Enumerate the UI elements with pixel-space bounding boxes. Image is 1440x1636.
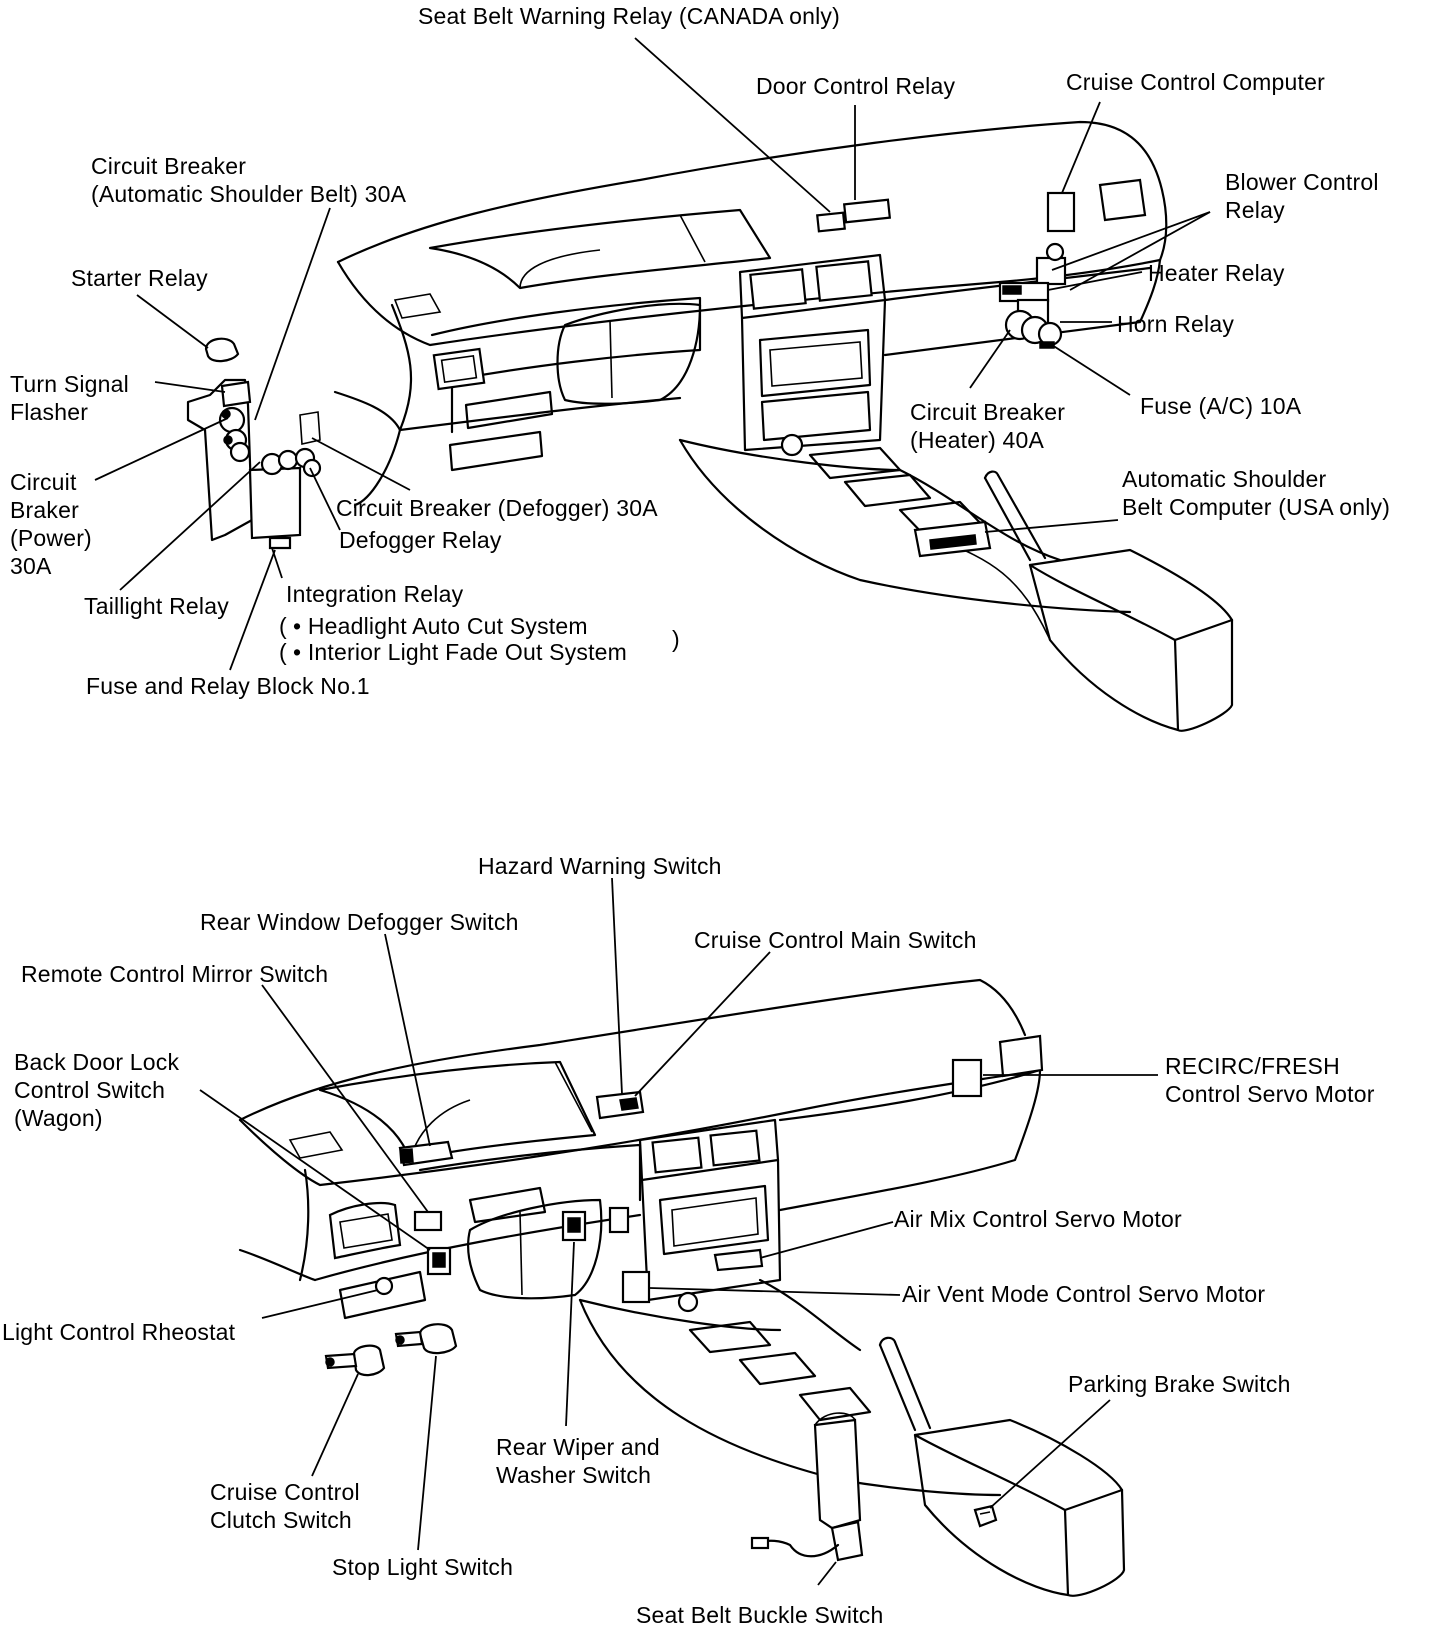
label-air-mix-servo: Air Mix Control Servo Motor — [894, 1206, 1182, 1232]
label-defogger-relay: Defogger Relay — [339, 527, 502, 553]
label-auto-shoulder-belt-computer: Automatic Shoulder Belt Computer (USA on… — [1122, 466, 1391, 520]
label-back-door-lock-switch: Back Door Lock Control Switch (Wagon) — [14, 1049, 180, 1131]
label-circuit-breaker-power: Circuit Braker (Power) 30A — [10, 469, 92, 579]
label-horn-relay: Horn Relay — [1117, 311, 1235, 337]
label-light-control-rheostat: Light Control Rheostat — [2, 1319, 236, 1345]
label-heater-relay: Heater Relay — [1148, 260, 1285, 286]
lower-dashboard — [238, 978, 1126, 1597]
upper-leaders — [94, 37, 1211, 671]
label-cruise-control-clutch-switch: Cruise Control Clutch Switch — [210, 1479, 360, 1533]
label-circuit-breaker-shoulder-belt: Circuit Breaker (Automatic Shoulder Belt… — [91, 153, 407, 207]
label-parking-brake-switch: Parking Brake Switch — [1068, 1371, 1291, 1397]
label-rear-window-defogger-switch: Rear Window Defogger Switch — [200, 909, 519, 935]
label-turn-signal-flasher: Turn Signal Flasher — [10, 371, 129, 425]
label-headlight-auto-cut: • Headlight Auto Cut System — [293, 613, 588, 639]
label-hazard-warning-switch: Hazard Warning Switch — [478, 853, 722, 879]
label-interior-light-fade: • Interior Light Fade Out System — [293, 639, 628, 665]
label-door-control-relay: Door Control Relay — [756, 73, 956, 99]
label-fuse-ac: Fuse (A/C) 10A — [1140, 393, 1302, 419]
label-rear-wiper-washer-switch: Rear Wiper and Washer Switch — [496, 1434, 660, 1488]
label-starter-relay: Starter Relay — [71, 265, 208, 291]
label-integration-bracket-open-2: ( — [279, 639, 287, 665]
label-circuit-breaker-heater: Circuit Breaker (Heater) 40A — [910, 399, 1066, 453]
label-seat-belt-warning-relay: Seat Belt Warning Relay (CANADA only) — [418, 3, 840, 29]
label-circuit-breaker-defogger: Circuit Breaker (Defogger) 30A — [336, 495, 658, 521]
label-air-vent-mode-servo: Air Vent Mode Control Servo Motor — [902, 1281, 1266, 1307]
label-stop-light-switch: Stop Light Switch — [332, 1554, 514, 1580]
label-seat-belt-buckle-switch: Seat Belt Buckle Switch — [636, 1602, 884, 1628]
label-recirc-fresh-servo: RECIRC/FRESH Control Servo Motor — [1165, 1053, 1375, 1107]
label-remote-control-mirror-switch: Remote Control Mirror Switch — [21, 961, 329, 987]
label-taillight-relay: Taillight Relay — [84, 593, 229, 619]
label-cruise-control-computer: Cruise Control Computer — [1066, 69, 1325, 95]
label-integration-bracket-open: ( — [279, 613, 287, 639]
label-integration-bracket-close: ) — [672, 626, 680, 652]
lower-leaders — [199, 877, 1158, 1586]
label-cruise-control-main-switch: Cruise Control Main Switch — [694, 927, 977, 953]
upper-dashboard — [186, 120, 1234, 732]
label-integration-relay: Integration Relay — [286, 581, 464, 607]
label-fuse-relay-block: Fuse and Relay Block No.1 — [86, 673, 370, 699]
label-blower-control-relay: Blower Control Relay — [1225, 169, 1379, 223]
